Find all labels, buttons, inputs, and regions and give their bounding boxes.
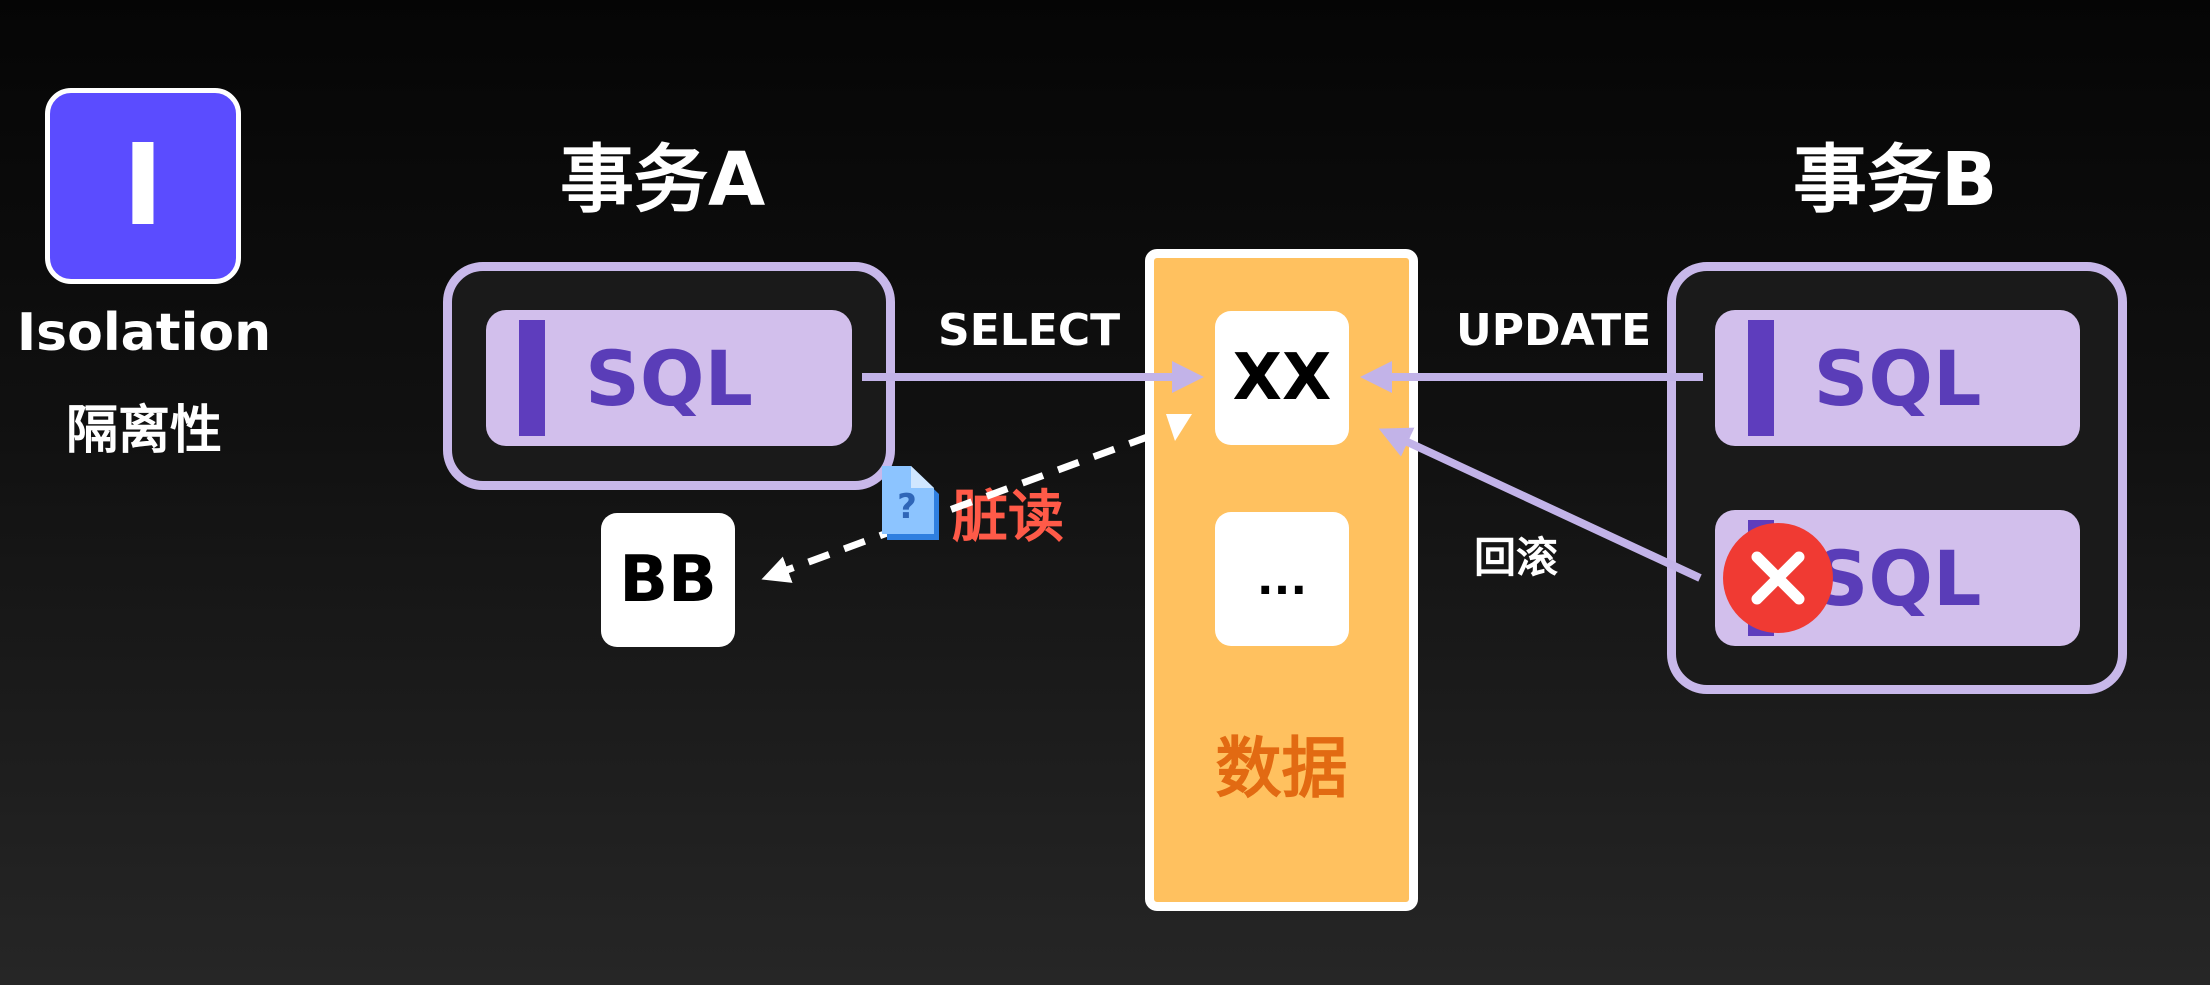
isolation-label-zh: 隔离性 (65, 401, 222, 461)
dirty-read-start-marker (1166, 414, 1192, 441)
transaction-a-sql: SQL (486, 310, 852, 446)
error-x-icon (1723, 523, 1833, 633)
data-cell-more: ... (1215, 512, 1349, 646)
isolation-label-en: Isolation (16, 303, 272, 363)
sql-label: SQL (1813, 533, 1982, 623)
rollback-label: 回滚 (1474, 533, 1559, 582)
sql-label: SQL (585, 333, 753, 423)
sql-marker-bar (519, 320, 545, 436)
transaction-a-title: 事务A (560, 137, 766, 223)
data-cell-value: XX (1215, 311, 1349, 445)
isolation-badge: I (45, 88, 241, 284)
sql-marker-bar (1748, 320, 1774, 436)
badge-letter: I (122, 121, 164, 251)
question-document-icon: ? (882, 466, 939, 540)
update-label: UPDATE (1456, 305, 1652, 356)
transaction-b-title: 事务B (1793, 137, 1998, 223)
data-store-label: 数据 (1215, 730, 1348, 807)
transaction-b-sql-update: SQL (1715, 310, 2080, 446)
dirty-read-label: 脏读 (952, 485, 1064, 550)
rollback-arrow (1378, 427, 1702, 582)
select-label: SELECT (938, 305, 1121, 356)
dirty-read-arrow (761, 432, 1152, 583)
svg-text:?: ? (897, 487, 917, 527)
sql-label: SQL (1813, 333, 1982, 423)
read-result-value: BB (601, 513, 735, 647)
